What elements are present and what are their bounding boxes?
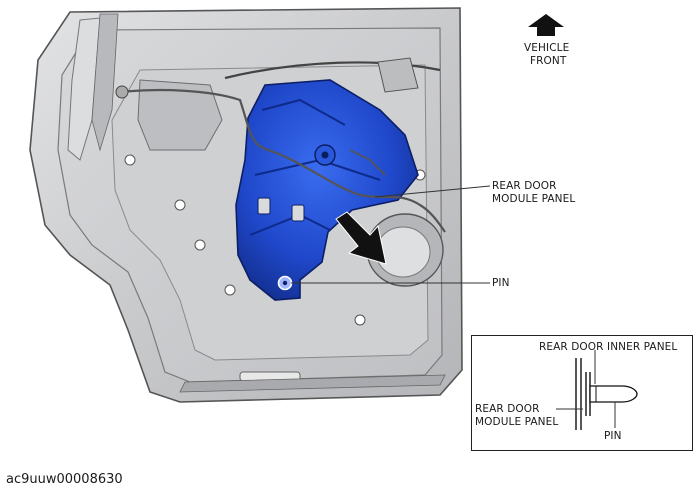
module-panel-line2: MODULE PANEL [492, 193, 576, 205]
harness-connector [115, 85, 129, 99]
speaker-opening-inner [375, 226, 431, 278]
window-frame-strip [91, 13, 119, 152]
vehicle-front-label: VEHICLE FRONT [524, 42, 569, 68]
mount-hole [354, 314, 366, 326]
pin-label: PIN [492, 277, 510, 290]
inset-inner-panel-text: REAR DOOR INNER PANEL [539, 341, 678, 353]
figure-id: ac9uuw00008630 [6, 472, 123, 487]
window-rail [224, 61, 441, 80]
inset-inner-panel-label: REAR DOOR INNER PANEL [539, 341, 677, 354]
inset-pin-text: PIN [604, 430, 622, 442]
vehicle-front-line2: FRONT [529, 55, 567, 67]
mount-hole [224, 284, 236, 296]
pin-shape [589, 385, 638, 403]
module-panel-cutout [291, 204, 305, 222]
module-panel-line1: REAR DOOR [492, 180, 557, 192]
module-panel-rib [261, 98, 346, 126]
removal-arrow [335, 211, 387, 265]
mount-hole [174, 199, 186, 211]
wiring-harness [119, 88, 446, 233]
mount-hole [124, 154, 136, 166]
lower-edge-strip [179, 374, 446, 393]
inset-module-line1: REAR DOOR [475, 403, 540, 415]
module-panel-label: REAR DOOR MODULE PANEL [492, 180, 575, 206]
leader-module-panel [374, 185, 491, 198]
regulator-gear [321, 151, 329, 159]
vehicle-front-arrow [528, 14, 564, 36]
pin-location [282, 280, 288, 286]
pin-text: PIN [492, 277, 510, 289]
wiring-harness [349, 149, 386, 176]
side-cover [137, 79, 223, 151]
rear-door-module-panel [235, 79, 419, 301]
inset-pin-label: PIN [604, 430, 622, 443]
inset-frame [471, 335, 693, 451]
inset-module-line2: MODULE PANEL [475, 416, 559, 428]
inset-module-panel-label: REAR DOOR MODULE PANEL [475, 403, 558, 429]
module-panel-cutout [257, 197, 271, 215]
inset-detail [556, 350, 638, 430]
top-clip [377, 57, 419, 93]
mount-hole [194, 239, 206, 251]
vehicle-front-line1: VEHICLE [524, 42, 570, 54]
